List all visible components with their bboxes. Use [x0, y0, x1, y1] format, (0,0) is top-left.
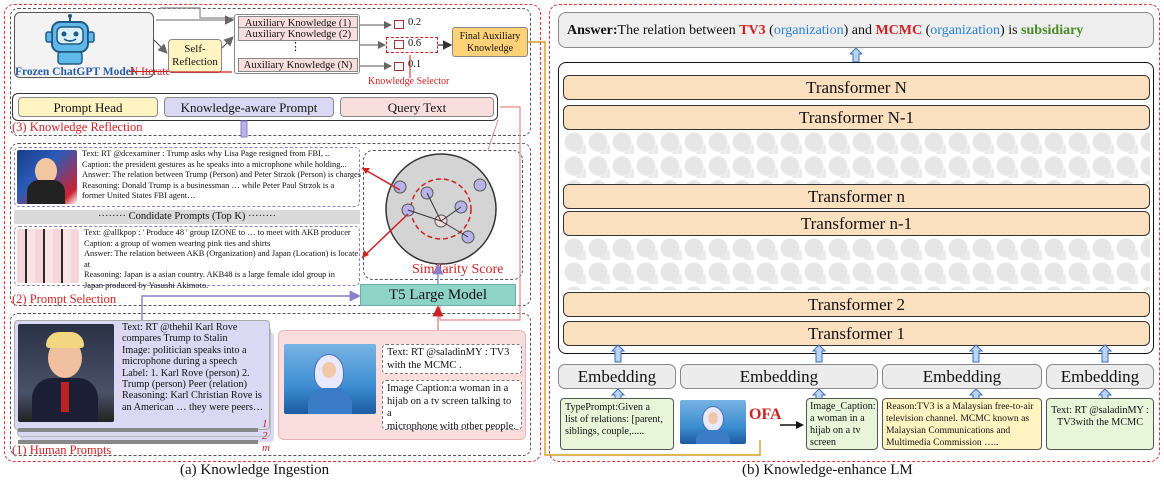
text-input-box: Text: RT @saladinMY : TV3with the MCMC	[1046, 398, 1154, 450]
transformer-pattern-2	[562, 236, 1150, 290]
self-reflection-box: Self- Reflection	[168, 39, 222, 73]
ofa-label: OFA	[749, 406, 782, 423]
candidate-1-text-line: Text: RT @dcexaminer : Trump asks why Li…	[82, 149, 330, 158]
query-text: Query Text	[340, 97, 494, 117]
human-gray-bar-1	[18, 428, 258, 432]
answer-is: is	[1004, 23, 1022, 38]
knowledge-enhance-panel	[549, 4, 1160, 462]
human-prompt-image	[18, 324, 114, 422]
candidate-1-image	[17, 150, 77, 204]
score-checkbox-1	[394, 20, 404, 29]
section-2-label: (2) Prompt Selection	[12, 292, 117, 306]
knowledge-aware-prompt: Knowledge-aware Prompt	[164, 97, 334, 117]
human-prompts-section	[10, 313, 531, 456]
candidate-1-text: Text: RT @dcexaminer : Trump asks why Li…	[82, 149, 362, 202]
human-index-1: 1	[262, 418, 268, 430]
transformer-2: Transformer 2	[563, 292, 1150, 317]
candidate-2-text: Text: @allkpop : ' Produce 48 ' group IZ…	[84, 228, 364, 291]
human-index-m: m	[262, 442, 270, 454]
type-prompt-box: TypePrompt:Given a list of relations: [p…	[560, 398, 674, 450]
embedding-3: Embedding	[882, 364, 1042, 389]
candidate-2-text-line: Text: @allkpop : ' Produce 48 ' group IZ…	[84, 228, 351, 237]
knowledge-reflection-section	[10, 8, 531, 136]
transformer-N-1: Transformer N-1	[563, 105, 1150, 130]
robot-icon	[40, 14, 100, 66]
answer-prefix: Answer:	[567, 23, 618, 38]
prompt-selection-section	[10, 143, 531, 306]
similarity-box	[363, 150, 523, 280]
candidate-2-reasoning: Reasoning: Japan is a asian country. AKB…	[84, 270, 335, 290]
human-text: Text: RT @thehil Karl Rove compares Trum…	[122, 322, 238, 345]
human-reasoning: Reasoning: Karl Christian Rove is an Ame…	[122, 390, 264, 413]
human-image: Image: politician speaks into a micropho…	[122, 344, 247, 368]
query-image	[284, 344, 376, 414]
aux-knowledge-n: Auxiliary Knowledge (N)	[238, 58, 358, 72]
prompt-head: Prompt Head	[18, 97, 158, 117]
embedding-1: Embedding	[558, 364, 676, 389]
reason-box: Reason:TV3 is a Malaysian free-to-air te…	[882, 398, 1042, 450]
query-caption-box: Image Caption:a woman in a hijab on a tv…	[382, 380, 522, 432]
answer-box: Answer:The relation between TV3 (organiz…	[558, 12, 1154, 48]
score-checkbox-2	[394, 40, 404, 49]
knowledge-ingestion-panel	[4, 4, 541, 462]
embedding-2: Embedding	[680, 364, 878, 389]
candidate-2-answer: Answer: The relation between AKB (Organi…	[84, 249, 359, 269]
section-3-label: (3) Knowledge Reflection	[12, 120, 143, 134]
score-selected-box	[386, 37, 438, 53]
caption-b: (b) Knowledge-enhance LM	[742, 462, 913, 478]
score-2: 0.6	[408, 38, 422, 49]
caption-a: (a) Knowledge Ingestion	[180, 462, 330, 478]
candidate-1-answer: Answer: The relation between Trump (Pers…	[82, 170, 362, 179]
score-checkbox-3	[394, 62, 404, 71]
human-prompt-text: Text: RT @thehil Karl Rove compares Trum…	[122, 322, 270, 413]
aux-knowledge-ellipsis: ⋮	[290, 41, 301, 53]
score-1: 0.2	[408, 17, 422, 28]
answer-tv3-type: organization	[773, 23, 844, 38]
candidate-2-caption: Caption: a group of women wearing pink t…	[84, 238, 271, 248]
transformer-n-1: Transformer n-1	[563, 211, 1150, 236]
transformer-1: Transformer 1	[563, 321, 1150, 346]
final-aux-knowledge: Final Auxiliary Knowledge	[452, 27, 528, 57]
embedding-4: Embedding	[1046, 364, 1154, 389]
score-3: 0.1	[408, 59, 422, 70]
transformer-n: Transformer n	[563, 184, 1150, 209]
answer-and: and	[848, 23, 876, 38]
query-text-box: Text: RT @saladinMY : TV3 with the MCMC …	[382, 344, 522, 374]
human-index-2: 2	[262, 430, 268, 442]
knowledge-selector-label: Knowledge Selector	[368, 76, 450, 87]
ofa-input-image	[680, 400, 746, 444]
answer-mcmc: MCMC	[875, 23, 923, 38]
answer-arrow	[850, 48, 862, 62]
frozen-chatgpt-label: Frozen ChatGPT Model	[15, 66, 135, 78]
answer-relation: subsidiary	[1021, 23, 1084, 38]
human-gray-bar-2	[18, 440, 258, 444]
human-label: Label: 1. Karl Rove (person) 2. Trump (p…	[122, 367, 250, 391]
section-1-label: (1) Human Prompts	[12, 443, 112, 457]
answer-part1: The relation between	[617, 23, 740, 38]
transformer-N: Transformer N	[563, 75, 1150, 100]
prompt-row-box	[12, 93, 498, 121]
candidate-2-image	[17, 229, 79, 283]
n-iterate-label: N Iterate	[130, 66, 171, 78]
aux-knowledge-2: Auxiliary Knowledge (2)	[238, 27, 358, 41]
transformer-pattern-1	[562, 130, 1150, 184]
candidate-divider: ········ Condidate Prompts (Top K) ·····…	[14, 210, 360, 224]
answer-mcmc-type: organization	[930, 23, 1001, 38]
candidate-1-caption: Caption: the president gestures as he sp…	[82, 159, 347, 169]
candidate-1-reasoning: Reasoning: Donald Trump is a businessman…	[82, 180, 335, 201]
image-caption-box: Image_Caption: a woman in a hijab on a t…	[806, 398, 878, 450]
answer-tv3: TV3	[739, 23, 766, 38]
